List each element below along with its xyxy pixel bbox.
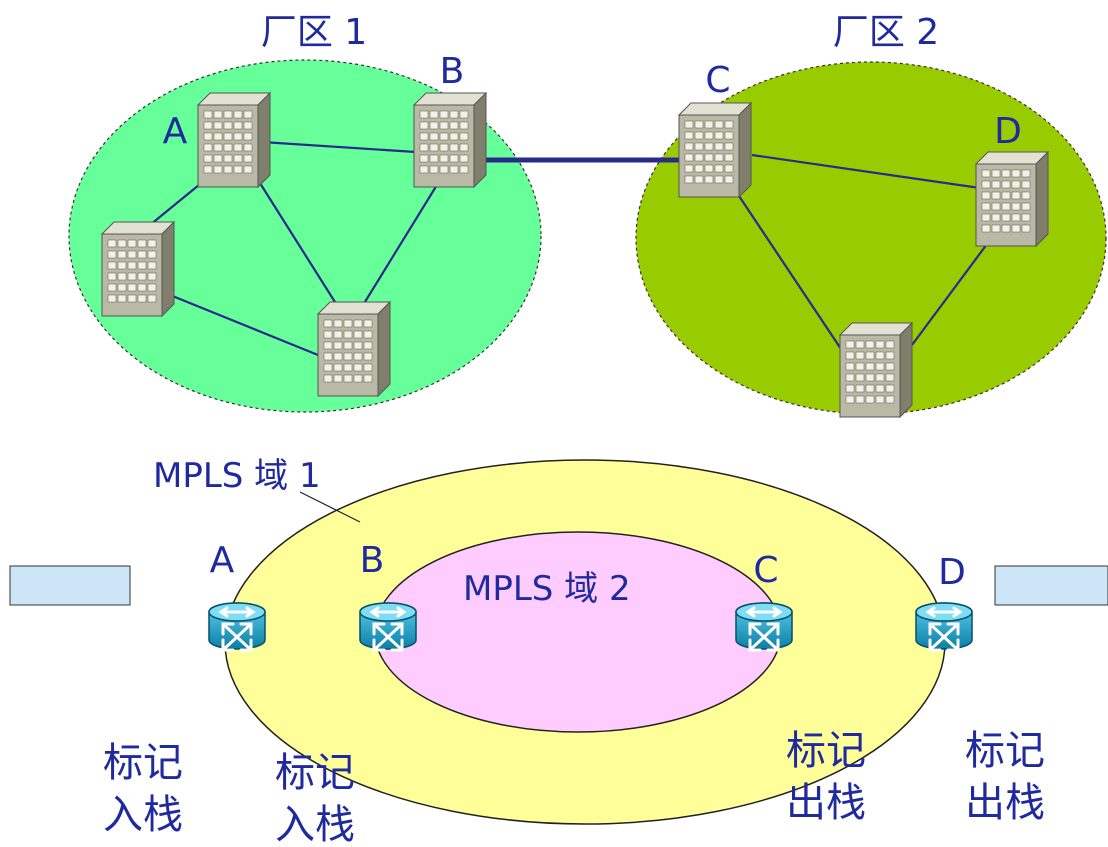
note-b-line2: 入栈 [275, 802, 355, 847]
building-left-icon [101, 221, 175, 317]
link-a-bottom [257, 179, 341, 311]
note-a-line2: 入栈 [103, 792, 183, 838]
note-c-line1: 标记 [786, 728, 866, 774]
router-d-label: D [938, 552, 966, 593]
zone1-title: 厂区 1 [261, 12, 367, 53]
mpls-domain2-label: MPLS 域 2 [463, 569, 631, 609]
note-b-line1: 标记 [275, 750, 355, 796]
building-b-icon [413, 92, 487, 188]
link-b-bottom [359, 179, 441, 311]
router-c-label: C [753, 550, 778, 591]
building-bottom1-icon [317, 301, 391, 397]
note-c-line2: 出栈 [786, 780, 866, 826]
note-a-line1: 标记 [103, 740, 183, 786]
left-edge-box [9, 565, 131, 606]
mpls-domain1-label: MPLS 域 1 [153, 456, 321, 496]
node-d-label: D [994, 111, 1022, 152]
link-left-bottom [169, 293, 319, 357]
building-a-icon [197, 92, 271, 188]
zone2-title: 厂区 2 [833, 12, 939, 53]
note-d-line1: 标记 [965, 728, 1045, 774]
mpls-domain2-area [374, 531, 782, 733]
link-c-d [751, 153, 981, 190]
router-b-icon [358, 601, 418, 652]
router-b-label: B [360, 540, 385, 581]
link-d-bottom [911, 239, 991, 346]
zone-links [149, 140, 991, 357]
node-b-label: B [440, 51, 465, 92]
link-a-left [149, 179, 206, 226]
node-a-label: A [163, 111, 188, 152]
router-a-label: A [210, 540, 235, 581]
router-d-icon [914, 601, 974, 652]
router-c-icon [734, 601, 794, 652]
link-a-b [261, 140, 417, 154]
router-a-icon [207, 601, 267, 652]
building-bottom2-icon [839, 322, 913, 418]
link-c-bottom [734, 189, 846, 356]
node-c-label: C [705, 60, 730, 101]
right-edge-box [994, 565, 1108, 606]
domain1-pointer [299, 491, 361, 523]
note-d-line2: 出栈 [965, 780, 1045, 826]
building-d-icon [975, 151, 1049, 247]
building-c-icon [678, 102, 752, 198]
